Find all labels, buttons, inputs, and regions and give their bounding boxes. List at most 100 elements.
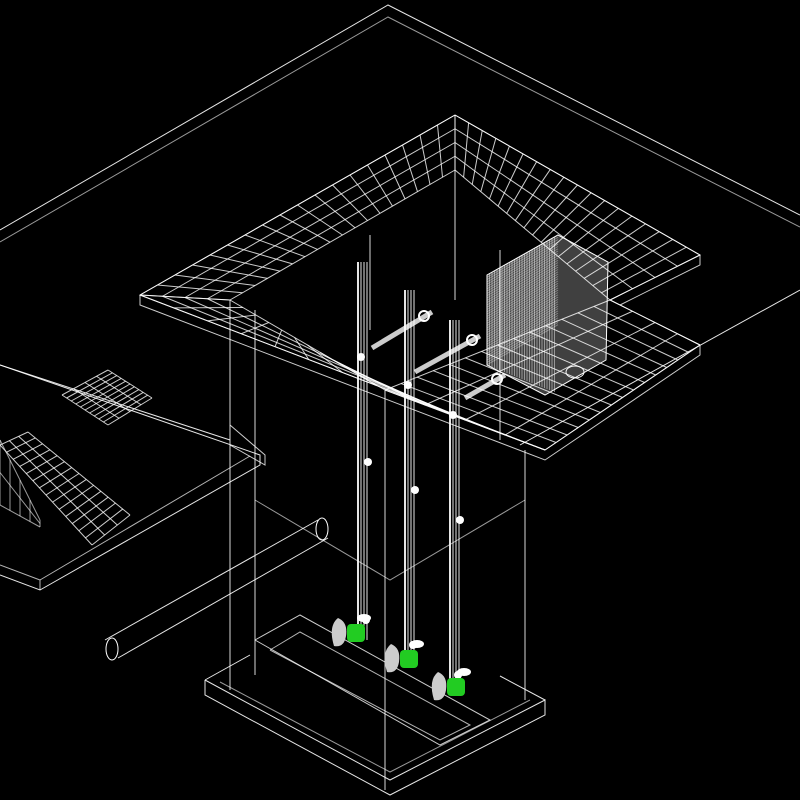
edge-line [486, 294, 559, 336]
edge-line [486, 234, 559, 276]
edge-line [84, 383, 131, 411]
edge-line [486, 324, 559, 366]
edge-line [454, 128, 678, 267]
edge-line [39, 467, 72, 489]
edge-line [486, 317, 559, 359]
edge-line [454, 155, 633, 290]
edge-line [463, 372, 507, 401]
edge-line [486, 273, 559, 315]
edge-line [219, 681, 531, 773]
edge-line [6, 437, 36, 453]
riser-pipes [357, 262, 507, 695]
submersible-pumps [331, 614, 471, 701]
pump-motor [400, 650, 418, 668]
edge-line [0, 4, 800, 231]
pump-motor [447, 678, 465, 696]
edge-line [486, 305, 559, 347]
edge-line [204, 654, 251, 681]
edge-line [0, 564, 41, 590]
edge-line [486, 252, 559, 294]
edge-line [12, 443, 43, 460]
edge-line [229, 299, 386, 391]
edge-line [32, 461, 65, 482]
valve [418, 310, 430, 322]
edge-line [65, 490, 102, 517]
pipe-fitting [364, 458, 372, 466]
ground-slab [0, 4, 800, 446]
edge-line [58, 484, 94, 510]
edge-line [486, 239, 559, 281]
edge-line [0, 431, 29, 446]
pipe-fitting [357, 353, 365, 361]
pipe-fitting [404, 381, 412, 389]
side-grating-slab [0, 364, 261, 591]
pump-discharge [457, 668, 471, 676]
edge-line [486, 296, 559, 338]
edge-line [544, 344, 701, 451]
edge-line [254, 614, 492, 746]
edge-line [486, 269, 559, 310]
panel-fitting [565, 365, 585, 379]
edge-line [61, 369, 109, 396]
edge-line [162, 295, 506, 436]
edge-line [104, 519, 319, 641]
edge-line [519, 289, 800, 446]
edge-line [91, 514, 131, 546]
edge-line [486, 289, 559, 331]
pipe-end [105, 637, 119, 661]
edge-line [229, 424, 266, 466]
pump-volute [384, 644, 400, 673]
edge-line [424, 310, 633, 406]
edge-line [486, 308, 559, 350]
pipe-fitting [449, 411, 457, 419]
edge-line [486, 303, 559, 345]
edge-line [52, 479, 87, 503]
edge-line [80, 380, 126, 408]
edge-line [0, 364, 261, 591]
edge-line [619, 255, 701, 306]
edge-line [504, 333, 678, 436]
edge-line [70, 375, 118, 402]
edge-line [229, 169, 456, 301]
edge-line [486, 250, 559, 292]
top-grating-platform [138, 114, 702, 461]
pipe-fitting [411, 486, 419, 494]
pump-volute [331, 618, 347, 647]
edge-line [486, 241, 559, 283]
edge-line [384, 299, 611, 391]
edge-line [486, 282, 559, 324]
edge-line [486, 315, 559, 356]
edge-line [139, 295, 701, 461]
edge-line [486, 271, 559, 313]
edge-line [85, 508, 124, 539]
edge-line [486, 310, 559, 352]
edge-line [486, 257, 559, 299]
edge-line [486, 319, 559, 361]
edge-line [207, 155, 456, 300]
edge-line [0, 16, 800, 243]
edge-line [486, 278, 559, 320]
edge-line [486, 285, 559, 327]
edge-line [486, 292, 559, 333]
edge-line [464, 322, 656, 421]
edge-line [486, 266, 559, 308]
edge-line [103, 394, 148, 423]
inlet-pipe [104, 517, 329, 661]
edge-line [93, 389, 140, 417]
pump-discharge [410, 640, 424, 648]
edge-line [486, 262, 559, 304]
edge-line [486, 275, 559, 317]
edge-line [486, 298, 559, 340]
edge-line [454, 169, 611, 301]
edge-line [75, 377, 122, 405]
edge-line [204, 679, 546, 796]
edge-line [78, 502, 116, 532]
edge-line [454, 142, 656, 278]
edge-line [486, 280, 559, 322]
edge-line [486, 321, 559, 363]
edge-line [98, 391, 144, 420]
edge-line [486, 246, 559, 287]
edge-line [486, 236, 559, 278]
